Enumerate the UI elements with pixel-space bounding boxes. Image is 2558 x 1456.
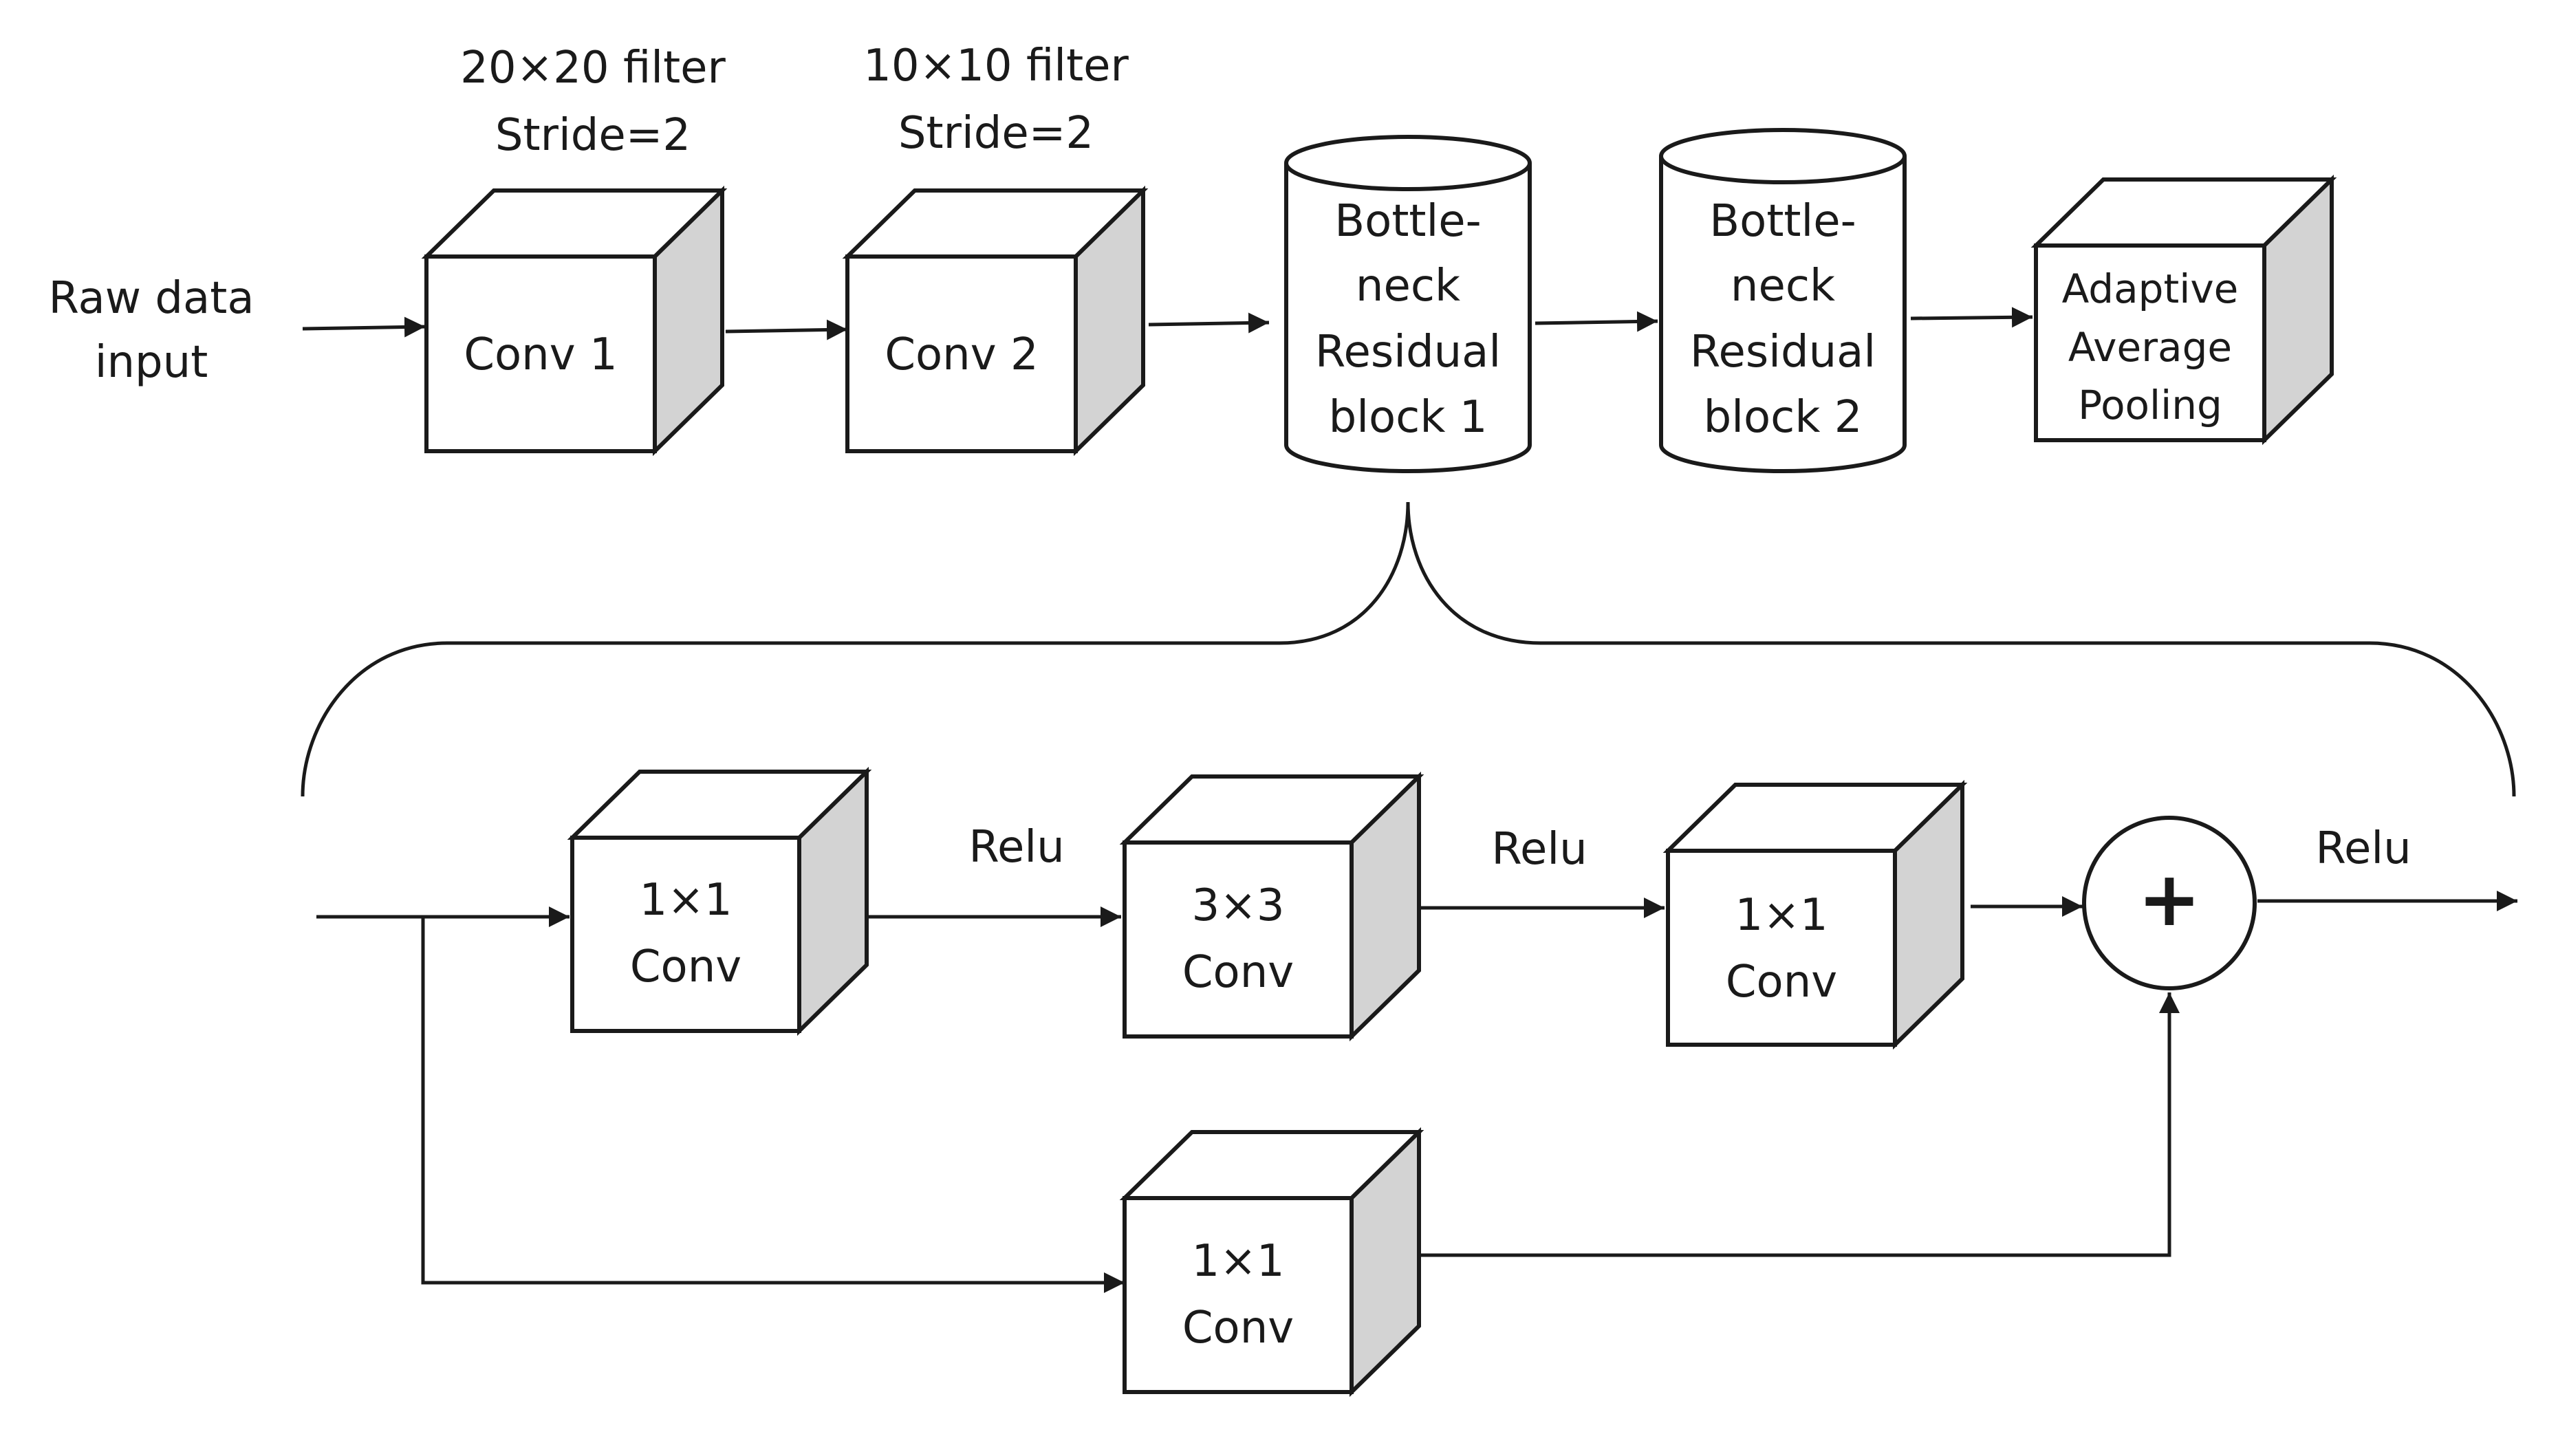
sum-circle-icon (2082, 816, 2257, 990)
block2-line2: neck (1731, 261, 1835, 312)
input-label-line1: Raw data (48, 273, 254, 324)
conv-c-line2: Conv (1726, 957, 1837, 1008)
relu-1-label: Relu (968, 822, 1064, 873)
conv-a-line1: 1×1 (639, 875, 732, 926)
block2-line1: Bottle- (1709, 196, 1856, 247)
conv2-filter-label: 10×10 filter (863, 41, 1129, 91)
conv2-cube-icon (842, 185, 1149, 457)
conv1-stride-label: Stride=2 (495, 110, 691, 161)
block2-line3: Residual (1690, 327, 1876, 378)
conv-c-cube-icon (1662, 779, 1968, 1050)
arrow-icon (302, 316, 426, 338)
conv-skip-line1: 1×1 (1191, 1236, 1284, 1287)
residual-block2-cylinder-icon (1659, 128, 1907, 473)
pooling-line3: Pooling (2078, 382, 2222, 428)
conv2-stride-label: Stride=2 (898, 108, 1094, 159)
conv-a-cube-icon (567, 766, 872, 1036)
block1-line2: neck (1356, 261, 1460, 312)
conv-b-cube-icon (1119, 771, 1424, 1042)
conv-b-line1: 3×3 (1191, 880, 1284, 931)
conv2-label: Conv 2 (885, 329, 1038, 380)
conv-skip-line2: Conv (1182, 1303, 1294, 1354)
conv1-cube-icon (421, 185, 728, 457)
arrow-icon (1148, 312, 1270, 334)
conv1-filter-label: 20×20 filter (460, 43, 726, 94)
arrow-icon (725, 319, 848, 340)
input-label-line2: input (95, 337, 208, 388)
skip-to-sum-line (1420, 992, 2180, 1257)
conv-c-line1: 1×1 (1735, 890, 1828, 941)
pooling-cube-icon (2030, 174, 2337, 446)
block1-line3: Residual (1315, 327, 1501, 378)
relu-2-label: Relu (1491, 824, 1587, 875)
block1-line4: block 1 (1329, 392, 1488, 443)
relu-3-label: Relu (2315, 823, 2411, 874)
conv-skip-cube-icon (1119, 1127, 1424, 1398)
arrow-icon (1910, 307, 2033, 328)
pooling-line1: Adaptive (2062, 265, 2239, 312)
block1-line1: Bottle- (1334, 196, 1482, 247)
conv-b-line2: Conv (1182, 947, 1294, 998)
arrow-icon (1535, 311, 1658, 332)
residual-block1-cylinder-icon (1284, 135, 1532, 473)
conv-a-line2: Conv (630, 942, 741, 992)
conv1-label: Conv 1 (464, 329, 617, 380)
block2-line4: block 2 (1704, 392, 1863, 443)
add-symbol: + (2138, 855, 2201, 943)
brace-icon (301, 501, 2516, 797)
pooling-line2: Average (2068, 324, 2232, 371)
skip-connection-line (421, 917, 1125, 1293)
